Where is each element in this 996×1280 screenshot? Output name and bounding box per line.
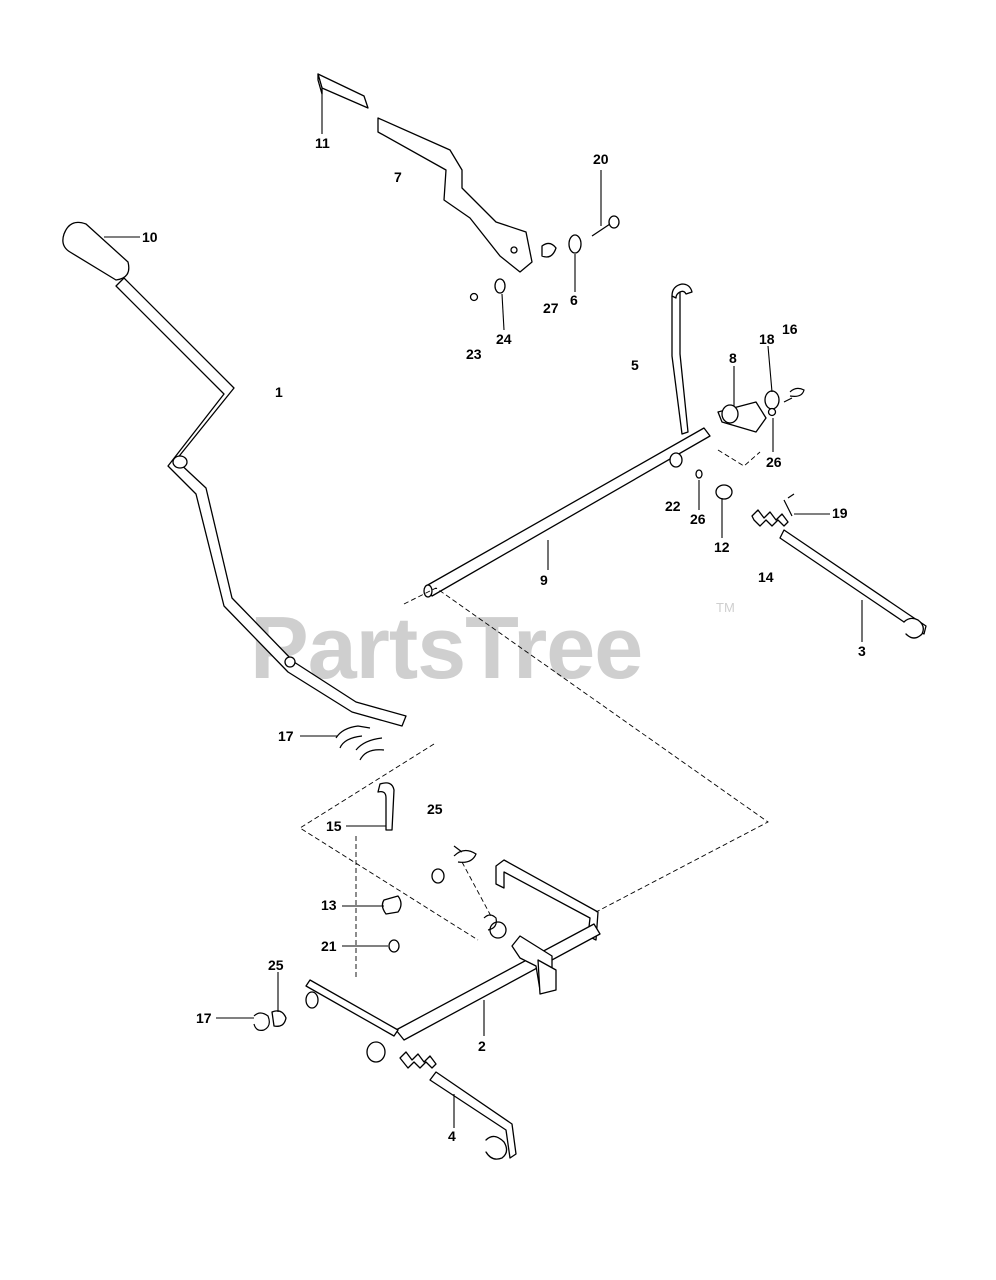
link-rod-3	[779, 529, 927, 635]
pedal-arm	[377, 117, 533, 273]
bolt-20-head	[608, 215, 620, 229]
spring-14	[751, 509, 789, 527]
pivot-lower	[366, 1041, 386, 1063]
pin-16	[783, 387, 805, 403]
shaft-collar	[489, 921, 507, 939]
bolt-20-shank	[591, 223, 611, 237]
clip-17-lower	[253, 1012, 270, 1031]
callout-9: 9	[540, 572, 548, 588]
callout-4: 4	[448, 1128, 456, 1144]
bracket-tab	[537, 959, 557, 995]
callout-25b: 25	[268, 957, 284, 973]
pedal-arm-hole	[510, 246, 518, 254]
bushing-27	[541, 242, 557, 258]
link-rod-4-end	[485, 1135, 508, 1160]
assembly-lines	[299, 449, 769, 980]
nut-23	[469, 292, 479, 302]
lower-hardware	[377, 782, 477, 953]
washer-6	[568, 234, 582, 254]
callout-1: 1	[275, 384, 283, 400]
washer-26-upper	[767, 407, 777, 417]
link-3-assembly	[751, 493, 927, 639]
watermark-trademark: TM	[716, 600, 735, 615]
brake-pedal-assembly	[317, 73, 533, 273]
washer-24	[494, 278, 506, 294]
pedal-pad	[317, 73, 369, 109]
rod-5-hook	[671, 283, 693, 299]
pin-upper	[453, 845, 477, 863]
callout-22: 22	[665, 498, 681, 514]
washer-26-lower	[695, 469, 703, 479]
lift-bracket-8-hub	[721, 404, 739, 424]
callout-26a: 26	[766, 454, 782, 470]
callout-21: 21	[321, 938, 337, 954]
callout-8: 8	[729, 350, 737, 366]
callout-27: 27	[543, 300, 559, 316]
bracket-upper	[495, 859, 599, 941]
spring-lower	[399, 1051, 437, 1069]
lift-lever-assembly	[62, 221, 407, 727]
callout-23: 23	[466, 346, 482, 362]
callout-25a: 25	[427, 801, 443, 817]
lift-shaft-2	[395, 923, 601, 1041]
collar-lower	[305, 991, 319, 1009]
callout-19: 19	[832, 505, 848, 521]
callout-15: 15	[326, 818, 342, 834]
callout-20: 20	[593, 151, 609, 167]
pin-19	[783, 493, 795, 517]
lever-pivot-a	[172, 455, 188, 469]
rod-2-arm	[305, 979, 399, 1037]
callout-3: 3	[858, 643, 866, 659]
washer-25-lower	[271, 1010, 287, 1027]
washer-upper	[431, 868, 445, 884]
lower-shaft-assembly	[305, 859, 601, 1041]
rod-5	[671, 289, 689, 435]
pedal-hardware	[469, 215, 620, 302]
bushing-22	[669, 452, 683, 468]
nut-21	[388, 939, 400, 953]
dash-shaft-to-lower	[403, 587, 769, 913]
callouts: 11 7 20 10 27 6 24 23 16 18 5 8 1 26 22 …	[142, 135, 866, 1144]
callout-24: 24	[496, 331, 512, 347]
callout-6: 6	[570, 292, 578, 308]
callout-7: 7	[394, 169, 402, 185]
clip-17-upper-a	[335, 725, 371, 749]
lift-shaft-assembly	[423, 283, 805, 598]
lift-lever-rod	[115, 277, 407, 727]
dash-lower-box	[299, 743, 479, 941]
callout-17b: 17	[196, 1010, 212, 1026]
lever-grip	[62, 221, 130, 281]
callout-18: 18	[759, 331, 775, 347]
link-4-assembly	[253, 991, 517, 1160]
shaft-bracket-clip	[483, 914, 497, 931]
rod-15	[377, 782, 395, 831]
dash-collar	[461, 861, 493, 919]
washer-18	[764, 390, 780, 410]
leader-lines	[104, 90, 863, 1128]
leader-18	[767, 345, 773, 393]
callout-13: 13	[321, 897, 337, 913]
callout-16: 16	[782, 321, 798, 337]
dash-upper-right	[717, 449, 761, 467]
callout-26b: 26	[690, 511, 706, 527]
callout-11: 11	[315, 135, 330, 151]
callout-17a: 17	[278, 728, 294, 744]
clip-17-upper	[335, 725, 385, 761]
lift-shaft-9-end	[423, 584, 433, 598]
lever-pivot-b	[284, 656, 296, 668]
bushing-13	[381, 895, 402, 915]
callout-2: 2	[478, 1038, 486, 1054]
link-rod-3-end	[903, 617, 924, 639]
callout-14: 14	[758, 569, 774, 585]
leader-24	[501, 293, 505, 331]
spacer-12	[715, 484, 733, 500]
callout-12: 12	[714, 539, 730, 555]
clip-17-upper-b	[355, 737, 385, 761]
callout-5: 5	[631, 357, 639, 373]
callout-10: 10	[142, 229, 158, 245]
link-rod-4	[429, 1071, 517, 1159]
